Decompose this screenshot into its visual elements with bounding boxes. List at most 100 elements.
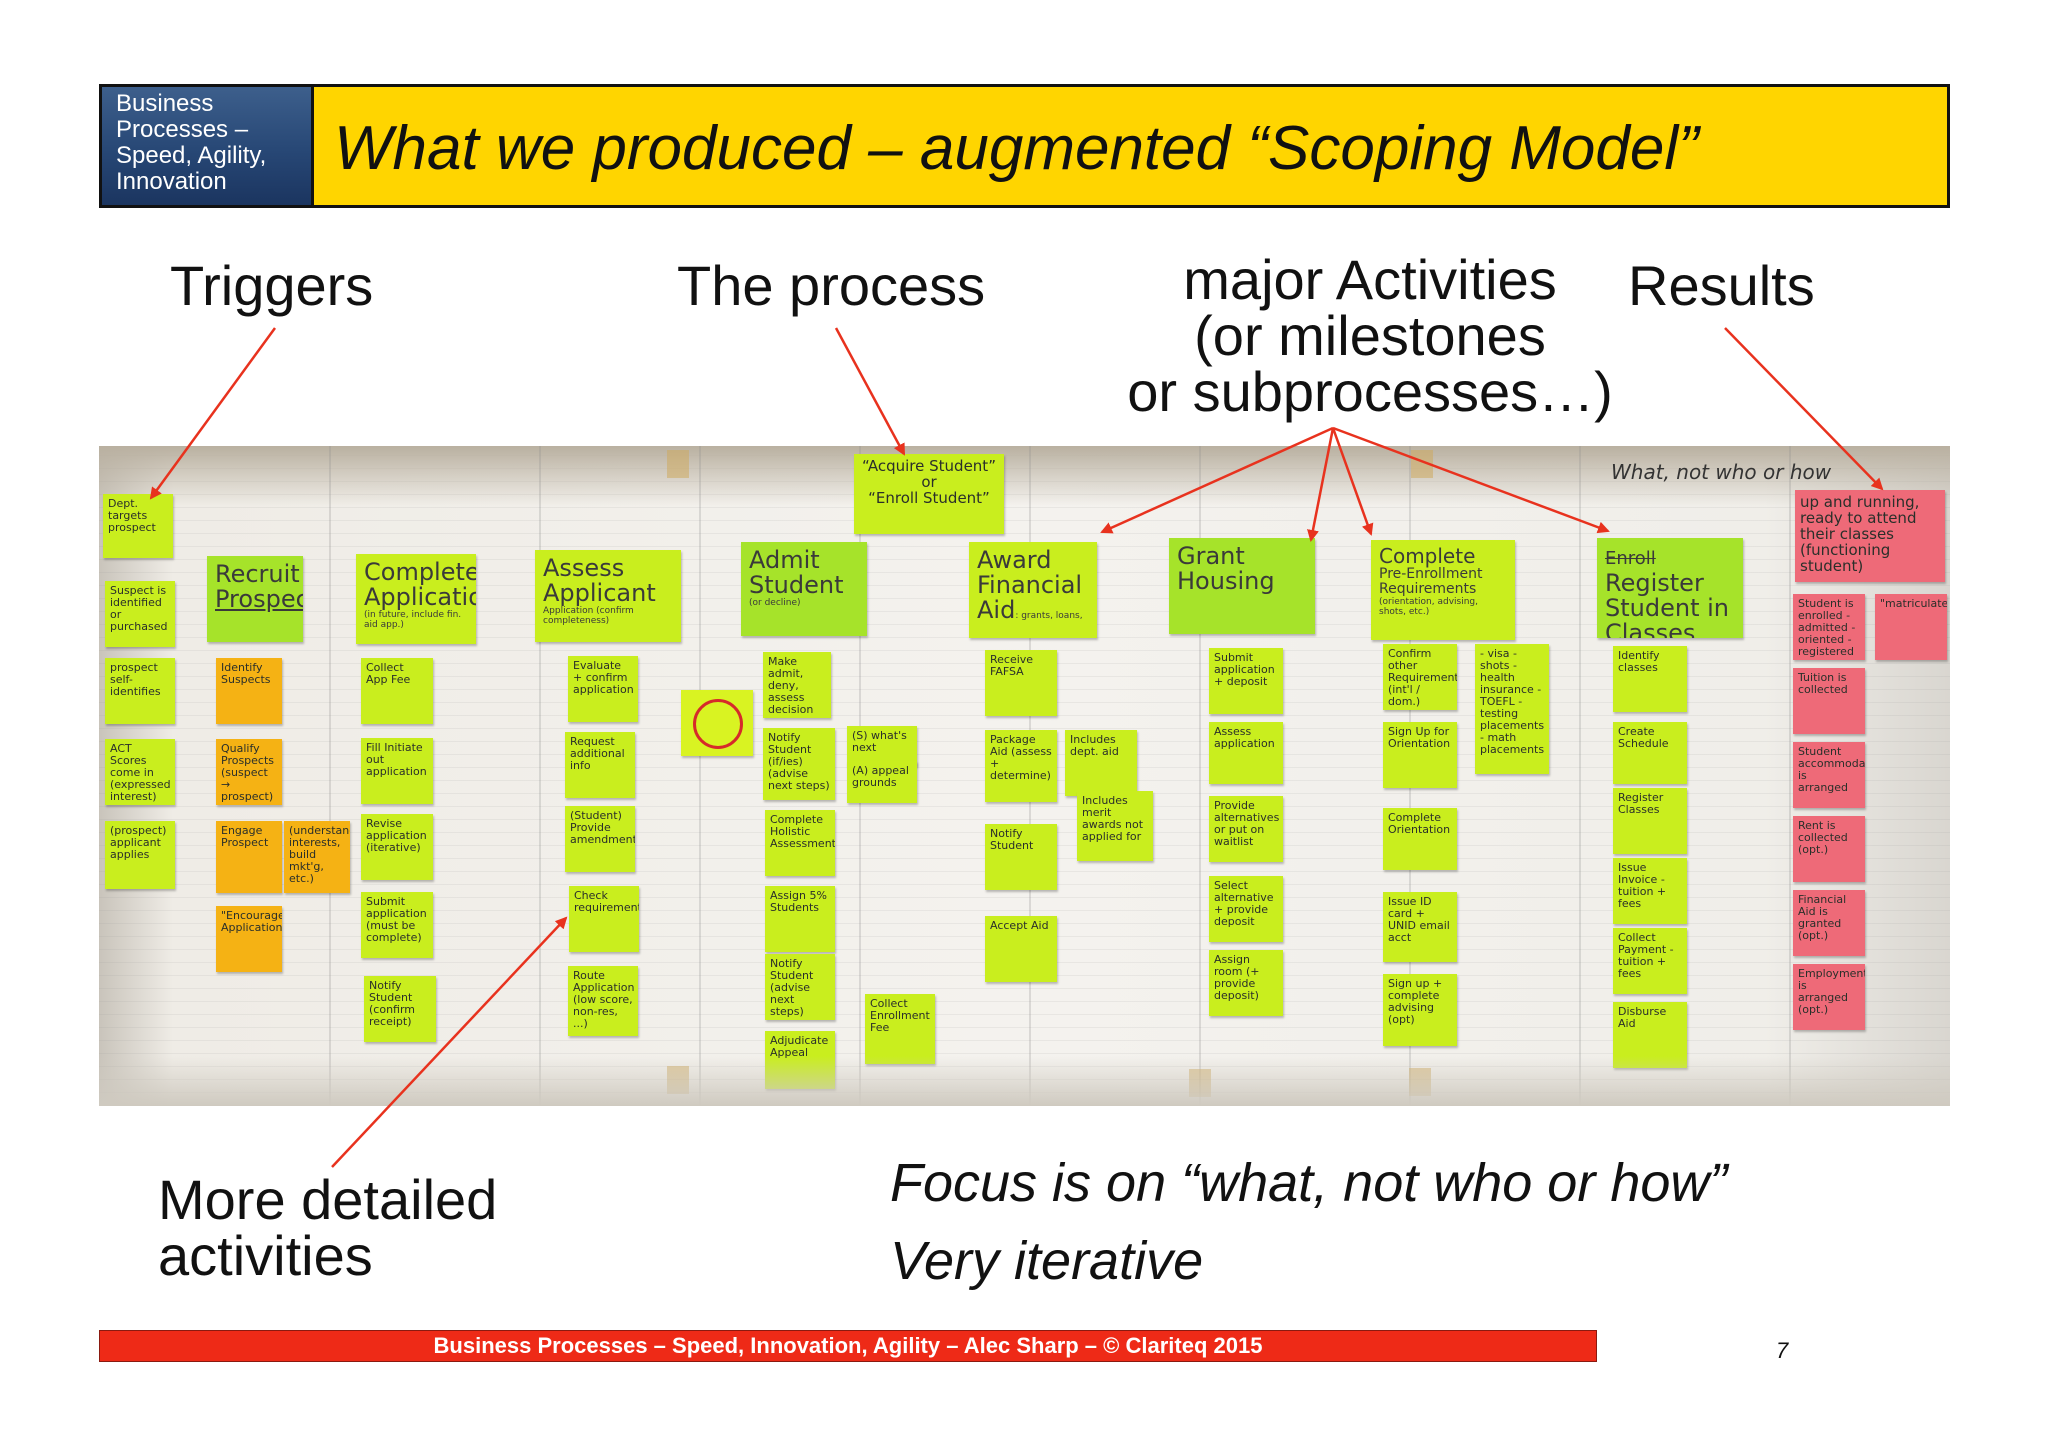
note-line: or (921, 473, 937, 491)
note-line: Complete (364, 558, 476, 586)
note-line: Aid (977, 596, 1016, 624)
detail-note: Create Schedule (1613, 722, 1687, 784)
detail-note: Complete Holistic Assessment (765, 810, 835, 876)
detail-note: Package Aid (assess + determine) (985, 730, 1057, 802)
arrow-process (834, 327, 906, 456)
label-results: Results (1628, 254, 1815, 317)
detail-note: Notify Student (985, 824, 1057, 890)
detail-note: Collect App Fee (361, 658, 433, 724)
label-line: major Activities (1183, 248, 1557, 311)
detail-note: Issue ID card + UNID email acct (1383, 892, 1457, 962)
circle-mark-icon (693, 699, 743, 749)
note-line: Applicant (543, 579, 656, 607)
detail-note: Route Application (low score, non-res, .… (568, 966, 638, 1036)
result-note: Student accommodation is arranged (1793, 742, 1865, 808)
note-line: Housing (1177, 567, 1275, 595)
note-line: Student in (1605, 594, 1729, 622)
result-note: Employment is arranged (opt.) (1793, 964, 1865, 1030)
detail-note: Assign 5% Students (765, 886, 835, 952)
note-line: Award (977, 546, 1052, 574)
note-subtext: Application (confirm completeness) (543, 606, 634, 626)
detail-note: Identify Suspects (216, 658, 282, 724)
note-subtext: (orientation, advising, shots, etc.) (1379, 597, 1478, 617)
note-line: Assess (543, 554, 625, 582)
detail-note: Register Classes (1613, 788, 1687, 854)
slide-header: Business Processes – Speed, Agility, Inn… (99, 84, 1950, 208)
activity-complete-application: Complete Application (in future, include… (356, 554, 476, 644)
badge-line: Processes – (116, 116, 249, 143)
detail-note: (A) appeal grounds (847, 761, 917, 803)
note-line: “Acquire Student” (862, 457, 996, 475)
note-subtext: : grants, loans, scholarships (1015, 611, 1083, 621)
detail-note: (Student) Provide amendment (565, 806, 635, 872)
detail-note: Check requirements (569, 886, 639, 952)
note-line: “Enroll Student” (868, 489, 990, 507)
focus-note: Focus is on “what, not who or how” (890, 1153, 1728, 1213)
detail-note: Complete Orientation (1383, 808, 1457, 870)
detail-note: Accept Aid (985, 916, 1057, 982)
activity-pre-enrollment: Complete Pre-Enrollment Requirements (or… (1371, 540, 1515, 640)
activity-award-financial-aid: Award Financial Aid: grants, loans, scho… (969, 542, 1097, 638)
detail-note: Includes merit awards not applied for (1077, 791, 1153, 861)
section-badge: Business Processes – Speed, Agility, Inn… (102, 87, 314, 205)
detail-note: Collect Payment - tuition + fees (1613, 928, 1687, 994)
note-line: Complete (1379, 544, 1476, 568)
detail-note: Identify classes (1613, 646, 1687, 712)
note-line: Grant (1177, 542, 1245, 570)
detail-note: Submit application (must be complete) (361, 892, 433, 958)
note-line: Application (364, 583, 476, 611)
note-line: Register (1605, 569, 1704, 597)
detail-note: Notify Student (confirm receipt) (364, 976, 436, 1042)
detail-note: Select alternative + provide deposit (1209, 876, 1283, 942)
label-the-process: The process (677, 254, 986, 317)
detail-note: Request additional info (565, 732, 635, 798)
badge-line: Speed, Agility, (116, 142, 267, 169)
note-line: Admit (749, 546, 820, 574)
stamp-note (681, 690, 753, 756)
detail-note: Assign room (+ provide deposit) (1209, 950, 1283, 1016)
activity-recruit-prospect: Recruit Prospect (207, 556, 303, 642)
note-strike: Enroll (1605, 548, 1656, 569)
slide-footer: Business Processes – Speed, Innovation, … (99, 1330, 1597, 1362)
result-note: Rent is collected (opt.) (1793, 816, 1865, 882)
trigger-note: (prospect) applicant applies (105, 821, 175, 889)
detail-note: Assess application (1209, 722, 1283, 784)
detail-note: Issue Invoice - tuition + fees (1613, 858, 1687, 924)
detail-note: "Encourage Application" (216, 906, 282, 972)
activity-admit-student: Admit Student (or decline) (741, 542, 867, 636)
detail-note: Includes dept. aid (1065, 730, 1137, 796)
activity-assess-applicant: Assess Applicant Application (confirm co… (535, 550, 681, 642)
label-line: or subprocesses…) (1127, 360, 1613, 423)
iterative-note: Very iterative (890, 1231, 1204, 1291)
activity-grant-housing: Grant Housing (1169, 538, 1315, 634)
label-line: activities (158, 1224, 373, 1287)
trigger-note: prospect self-identifies (105, 658, 175, 724)
detail-note: Receive FAFSA (985, 650, 1057, 716)
result-note: Student is enrolled - admitted - oriente… (1793, 594, 1865, 660)
note-line: Recruit (215, 560, 300, 588)
result-note: Tuition is collected (1793, 668, 1865, 734)
detail-note: (S) what's next (847, 726, 917, 766)
note-line: Classes (1605, 619, 1696, 639)
label-line: (or milestones (1194, 304, 1546, 367)
note-line: Student (749, 571, 844, 599)
activity-register-student: Enroll Register Student in Classes (1597, 538, 1743, 638)
detail-note: Notify Student (if/ies) (advise next ste… (763, 728, 835, 800)
label-major-activities: major Activities (or milestones or subpr… (1080, 252, 1660, 420)
scoping-model-photo: What, not who or how “Acquire Student” o… (99, 446, 1950, 1106)
detail-note: Sign Up for Orientation (1383, 722, 1457, 788)
trigger-note: Suspect is identified or purchased (105, 581, 175, 647)
wall-header-note: What, not who or how (1611, 460, 1832, 484)
detail-note: Qualify Prospects (suspect → prospect) (216, 739, 282, 805)
badge-line: Business (116, 90, 214, 117)
result-note: "matriculated" (1875, 594, 1947, 660)
badge-line: Innovation (116, 168, 227, 195)
detail-note: Make admit, deny, assess decision (763, 652, 831, 718)
trigger-note: Dept. targets prospect (103, 494, 173, 558)
detail-note: (understand interests, build mkt'g, etc.… (284, 821, 350, 893)
detail-note: Confirm other Requirements (int'l / dom.… (1383, 644, 1457, 710)
detail-note: Submit application + deposit (1209, 648, 1283, 714)
detail-note: Revise application (iterative) (361, 814, 433, 880)
detail-note: Fill Initiate out application (361, 738, 433, 804)
result-note: Financial Aid is granted (opt.) (1793, 890, 1865, 956)
